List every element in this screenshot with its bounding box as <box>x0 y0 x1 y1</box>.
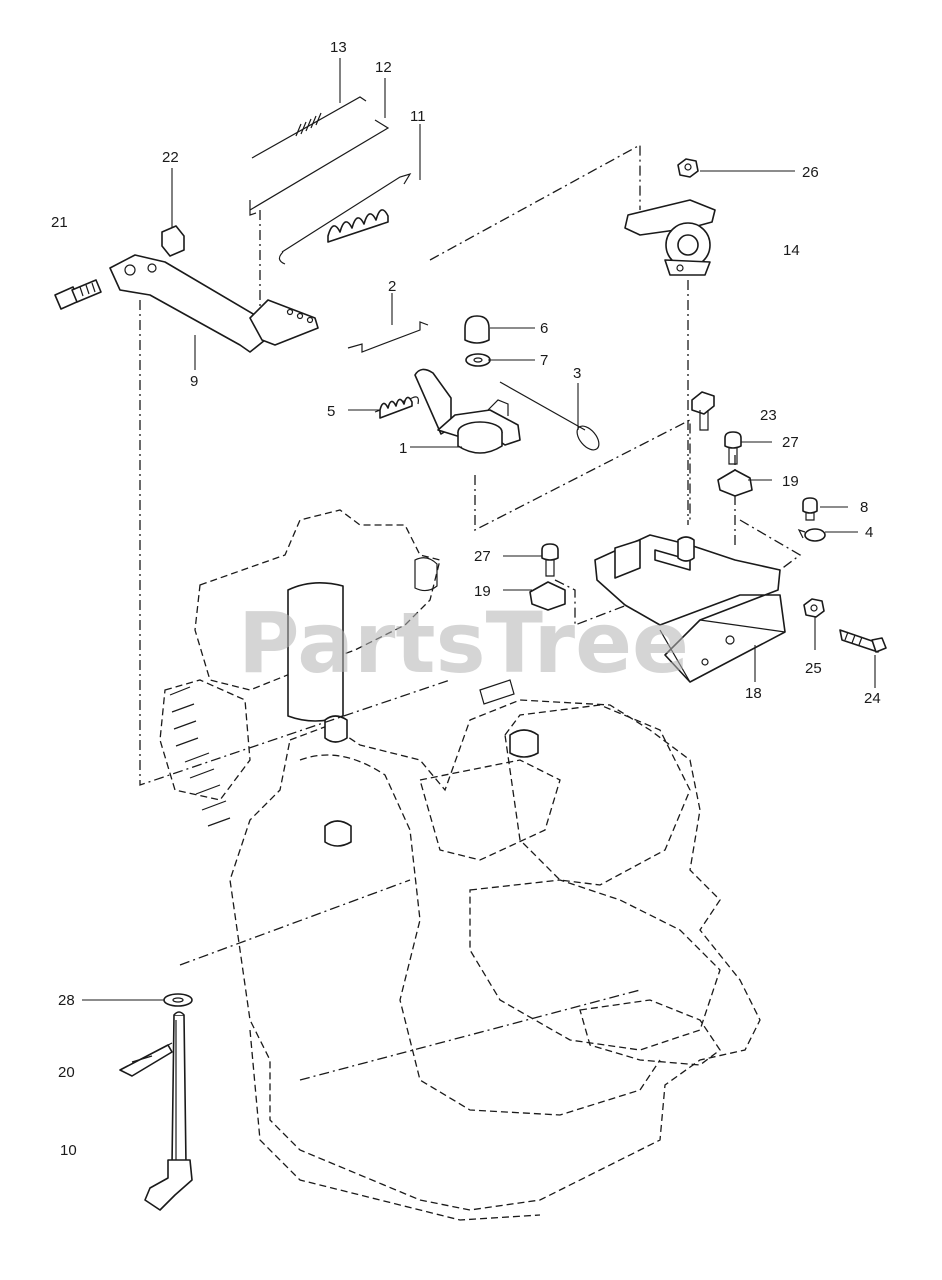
callout-19-left: 19 <box>474 583 491 600</box>
callout-9: 9 <box>190 373 198 390</box>
watermark-text: PartsTree <box>238 594 689 692</box>
control-bracket-part-14 <box>624 199 716 276</box>
spring-part-13 <box>251 96 367 159</box>
callout-23: 23 <box>760 407 777 424</box>
callout-5: 5 <box>327 403 335 420</box>
callout-14: 14 <box>783 242 800 259</box>
bolt-part-23 <box>691 391 715 431</box>
callout-20: 20 <box>58 1064 75 1081</box>
bolt-part-27-right <box>724 431 742 465</box>
callout-7: 7 <box>540 352 548 369</box>
callout-19-right: 19 <box>782 473 799 490</box>
callout-26: 26 <box>802 164 819 181</box>
callout-27-left: 27 <box>474 548 491 565</box>
callout-6: 6 <box>540 320 548 337</box>
callout-22: 22 <box>162 149 179 166</box>
callout-18: 18 <box>745 685 762 702</box>
callout-labels: 13 12 11 22 21 26 14 2 6 7 3 9 5 1 23 27… <box>51 39 881 1159</box>
callout-12: 12 <box>375 59 392 76</box>
clip-part-19-left <box>529 581 566 611</box>
callout-13: 13 <box>330 39 347 56</box>
spring-part-11 <box>278 172 412 265</box>
bolt-part-27-left <box>541 543 559 577</box>
engine-block <box>159 509 761 1221</box>
rod-part-12 <box>249 119 390 216</box>
rod-part-2 <box>347 321 429 353</box>
throttle-bracket-part-18 <box>594 534 786 683</box>
link-rod-part-3 <box>499 381 600 451</box>
callout-25: 25 <box>805 660 822 677</box>
bolt-part-24 <box>839 629 887 653</box>
nut-part-26 <box>677 158 699 178</box>
bolt-part-21 <box>54 279 102 310</box>
bolt-part-6 <box>464 315 490 344</box>
leader-lines <box>82 58 876 1071</box>
clip-part-19-right <box>717 469 753 497</box>
callout-21: 21 <box>51 214 68 231</box>
callout-10: 10 <box>60 1142 77 1159</box>
callout-24: 24 <box>864 690 881 707</box>
governor-bracket-part-1 <box>414 368 521 454</box>
callout-1: 1 <box>399 440 407 457</box>
callout-8: 8 <box>860 499 868 516</box>
washer-part-4 <box>797 528 826 542</box>
callout-2: 2 <box>388 278 396 295</box>
bolt-part-8 <box>802 497 818 521</box>
nut-part-25 <box>803 598 825 618</box>
callout-11: 11 <box>410 108 426 125</box>
callout-3: 3 <box>573 365 581 382</box>
clip-part-22 <box>161 225 185 257</box>
washer-part-28 <box>163 993 193 1007</box>
callout-28: 28 <box>58 992 75 1009</box>
governor-lever-part-9 <box>109 254 319 353</box>
callout-4: 4 <box>865 524 873 541</box>
pin-part-20 <box>119 1044 173 1077</box>
callout-27-right: 27 <box>782 434 799 451</box>
spring-part-5 <box>374 396 419 419</box>
governor-shaft-part-10 <box>144 1011 193 1211</box>
washer-part-7 <box>465 353 491 367</box>
